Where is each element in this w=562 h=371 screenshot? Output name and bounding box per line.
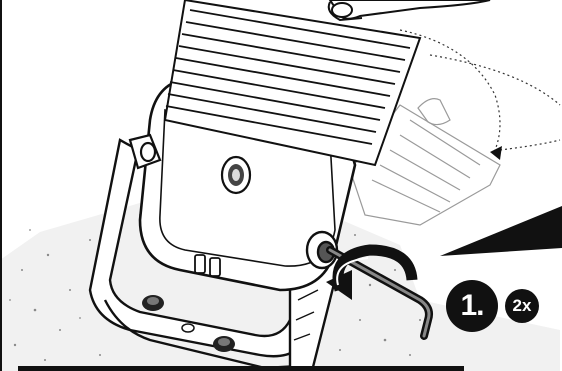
base-hole	[182, 324, 194, 332]
base-bolt-right	[213, 336, 235, 352]
left-divider	[0, 0, 2, 371]
tilt-arrow-head	[490, 146, 502, 160]
repeat-count-badge: 2x	[505, 289, 539, 323]
direction-wedge-icon	[440, 206, 562, 256]
cable-gland	[222, 157, 250, 193]
bottom-divider	[18, 366, 464, 371]
tilt-motion-arcs	[400, 30, 560, 150]
step-number-badge: 1.	[446, 280, 498, 332]
base-bolt-left	[142, 295, 164, 311]
hand	[329, 0, 490, 20]
